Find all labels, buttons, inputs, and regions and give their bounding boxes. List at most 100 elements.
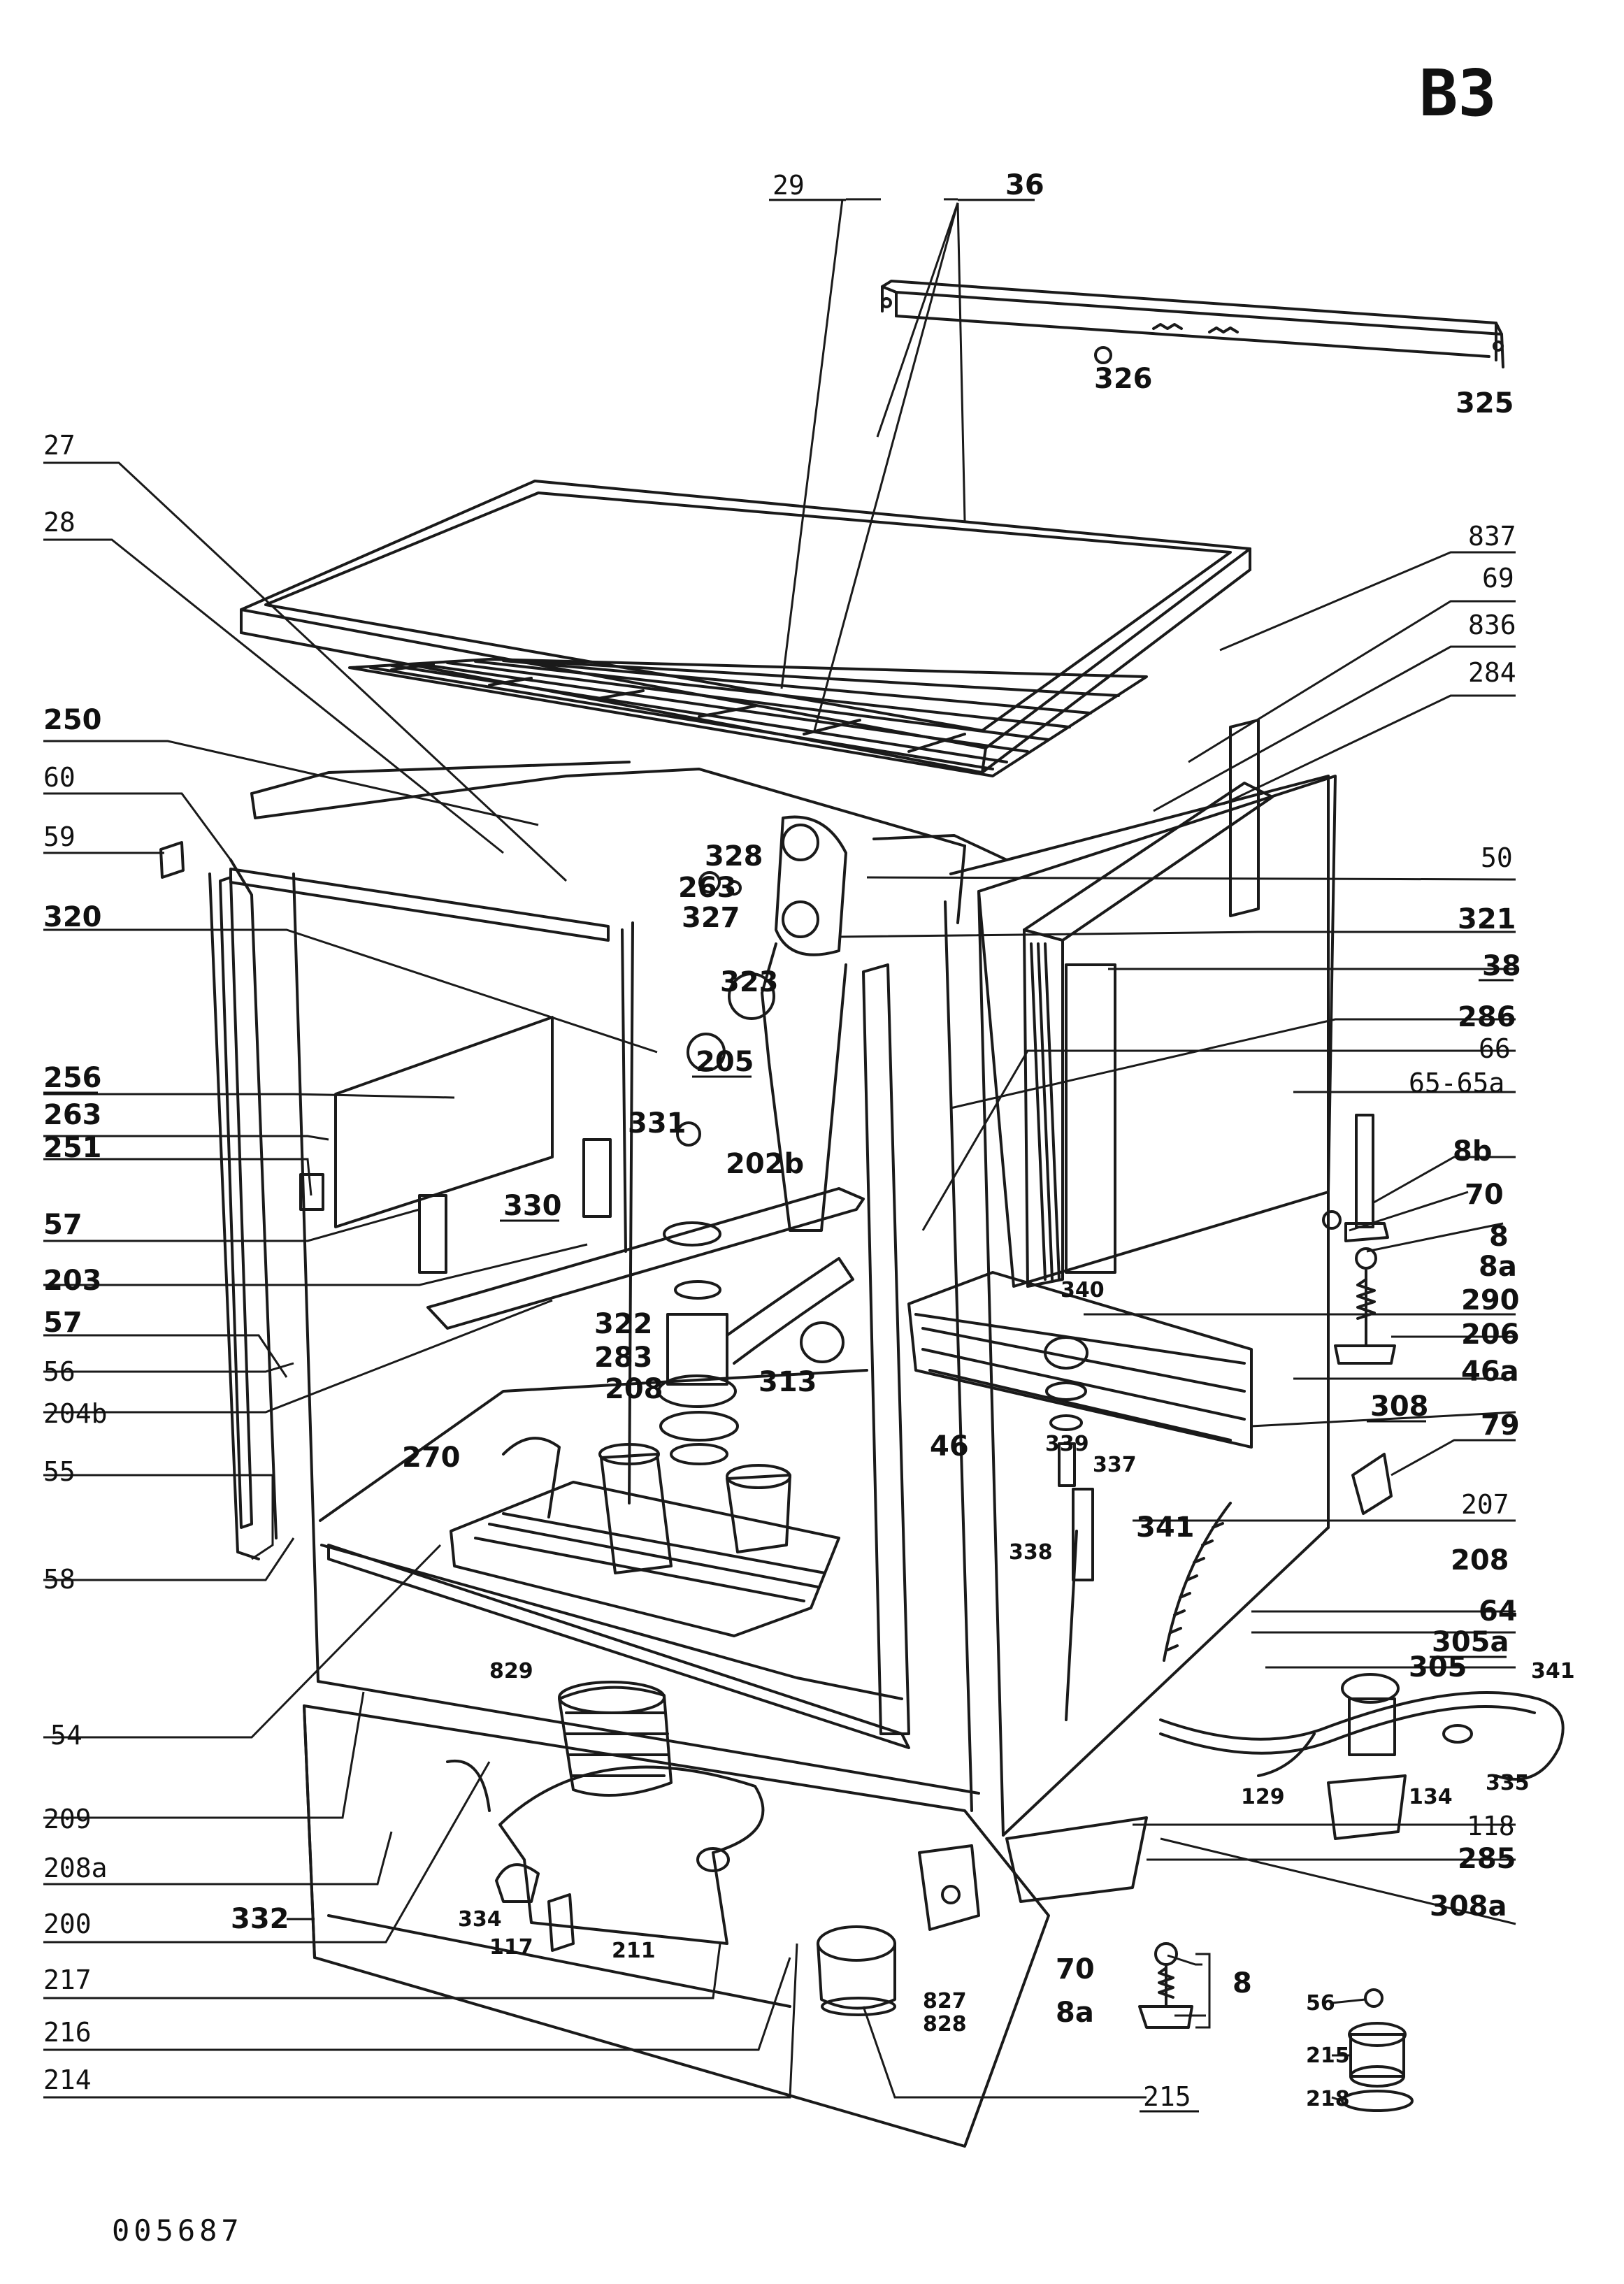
top-rear-rail: [881, 280, 1504, 368]
spray-column: [687, 815, 847, 1232]
label-250: 250: [43, 704, 102, 736]
label-217: 217: [43, 1965, 92, 1995]
water-softener: [907, 719, 1260, 1721]
label-325: 325: [1456, 387, 1514, 419]
label-335: 335: [1486, 1771, 1530, 1795]
callout-labels: B3 29 36 326 325 27 28 837 69 836 284 25…: [43, 56, 1575, 2248]
label-56b: 56: [1306, 1991, 1335, 2016]
label-285: 285: [1458, 1843, 1516, 1875]
label-216: 216: [43, 2017, 92, 2048]
label-218: 218: [1306, 2087, 1350, 2111]
label-215a: 215: [1306, 2044, 1350, 2068]
pump-assembly: [657, 1257, 854, 1465]
label-55: 55: [43, 1456, 76, 1487]
label-208a2: 208a: [43, 1853, 108, 1883]
label-27: 27: [43, 430, 76, 461]
label-330: 330: [503, 1190, 562, 1222]
clip-326: [1094, 346, 1112, 364]
document-number: 005687: [112, 2213, 243, 2248]
label-134: 134: [1409, 1785, 1453, 1809]
label-334: 334: [458, 1907, 502, 1932]
label-321: 321: [1458, 903, 1516, 935]
label-56: 56: [43, 1356, 76, 1387]
label-64: 64: [1479, 1595, 1518, 1628]
label-322: 322: [594, 1308, 653, 1340]
label-270: 270: [402, 1442, 461, 1474]
label-308: 308: [1370, 1391, 1429, 1423]
label-215b: 215: [1143, 2081, 1191, 2112]
label-211: 211: [612, 1939, 656, 1963]
label-313: 313: [759, 1366, 817, 1398]
label-331: 331: [628, 1107, 687, 1140]
label-28: 28: [43, 507, 76, 538]
levelling-foot: [1322, 1114, 1396, 1365]
label-36: 36: [1005, 169, 1044, 201]
label-50: 50: [1481, 842, 1513, 873]
label-207: 207: [1461, 1489, 1509, 1520]
label-828: 828: [923, 2012, 967, 2037]
label-263b: 263: [43, 1099, 102, 1131]
lower-filter: [817, 1925, 896, 2016]
label-59: 59: [43, 821, 76, 852]
label-46: 46: [930, 1430, 969, 1463]
filter-basket: [450, 1437, 840, 1637]
cabinet: [159, 761, 1337, 1837]
label-202b: 202b: [726, 1148, 804, 1180]
label-66: 66: [1479, 1033, 1511, 1064]
sheet-id: B3: [1419, 56, 1497, 131]
label-328: 328: [705, 840, 763, 872]
side-insulation: [1023, 782, 1274, 1288]
label-70a: 70: [1465, 1179, 1504, 1211]
label-46a: 46a: [1461, 1356, 1519, 1388]
label-8b: 8b: [1453, 1135, 1492, 1168]
label-308a: 308a: [1430, 1890, 1507, 1923]
label-829: 829: [489, 1659, 533, 1683]
label-8a2: 8a: [1056, 1997, 1094, 2029]
label-208a: 208: [605, 1373, 663, 1405]
label-339: 339: [1045, 1432, 1089, 1456]
label-60: 60: [43, 762, 76, 793]
label-206: 206: [1461, 1319, 1520, 1351]
label-827: 827: [923, 1989, 967, 2013]
label-341a: 341: [1136, 1511, 1195, 1544]
label-337: 337: [1093, 1453, 1137, 1477]
label-118: 118: [1467, 1811, 1515, 1841]
label-38: 38: [1482, 950, 1521, 982]
label-332: 332: [231, 1903, 289, 1935]
label-57a: 57: [43, 1209, 82, 1241]
label-340: 340: [1061, 1278, 1105, 1302]
label-208b: 208: [1451, 1544, 1509, 1576]
label-326: 326: [1094, 363, 1153, 395]
sump-assembly: [446, 1681, 765, 1952]
label-203: 203: [43, 1265, 102, 1297]
label-214: 214: [43, 2064, 92, 2095]
label-837: 837: [1468, 521, 1516, 552]
bracket-79: [1351, 1453, 1393, 1515]
label-65-65a: 65-65a: [1409, 1068, 1504, 1098]
label-8a: 8a: [1479, 1251, 1517, 1283]
label-286: 286: [1458, 1001, 1516, 1033]
spray-arm: [426, 1121, 865, 1330]
label-251: 251: [43, 1132, 102, 1164]
label-323: 323: [720, 966, 779, 998]
label-58: 58: [43, 1564, 76, 1595]
adjustable-foot: [1341, 1988, 1414, 2112]
label-69: 69: [1482, 563, 1514, 594]
label-79: 79: [1481, 1409, 1520, 1442]
appliance-drawing: [159, 280, 1565, 2148]
label-54: 54: [50, 1720, 82, 1751]
label-263a: 263: [678, 872, 737, 904]
label-204b: 204b: [43, 1398, 108, 1429]
label-70b: 70: [1056, 1953, 1095, 1985]
leader-lines: [43, 198, 1516, 2102]
label-327: 327: [682, 902, 740, 934]
label-117: 117: [489, 1935, 533, 1960]
label-284: 284: [1468, 657, 1516, 688]
label-8c: 8: [1233, 1967, 1252, 1999]
insulation-mat: [348, 658, 1148, 777]
label-205: 205: [696, 1046, 754, 1078]
label-209: 209: [43, 1804, 92, 1834]
label-836: 836: [1468, 610, 1516, 640]
label-305: 305: [1409, 1651, 1467, 1683]
